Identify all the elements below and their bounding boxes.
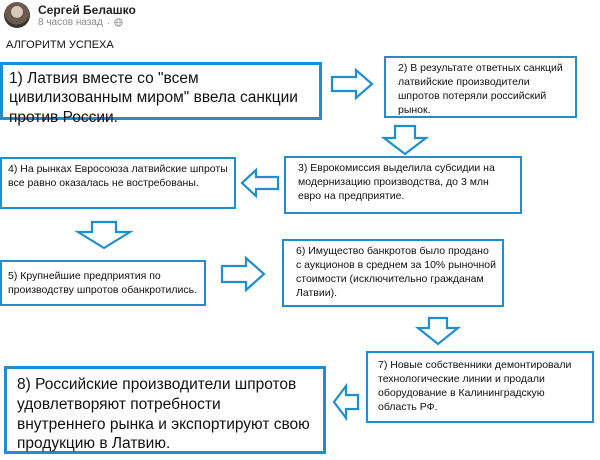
arrow-left-7-8: [332, 382, 360, 422]
arrow-right-1-2: [330, 67, 374, 101]
author-name[interactable]: Сергей Белашко: [38, 3, 136, 17]
avatar[interactable]: [4, 2, 30, 28]
step-1-text: 1) Латвия вместе со "всем цивилизованным…: [9, 70, 298, 126]
step-2-box: 2) В результате ответных санкций латвийс…: [384, 56, 577, 118]
step-4-box: 4) На рынках Евросоюза латвийские шпроты…: [0, 157, 236, 209]
arrow-down-6-7: [414, 316, 462, 346]
step-3-text: 3) Еврокомиссия выделила субсидии на мод…: [298, 162, 495, 202]
algorithm-title: АЛГОРИТМ УСПЕХА: [6, 39, 114, 51]
step-7-text: 7) Новые собственники демонтировали техн…: [378, 359, 572, 413]
post-meta: 8 часов назад ·: [38, 17, 123, 28]
step-2-text: 2) В результате ответных санкций латвийс…: [398, 62, 563, 116]
arrow-down-2-3: [380, 124, 430, 156]
step-5-box: 5) Крупнейшие предприятия по производств…: [0, 260, 206, 306]
step-8-box: 8) Российские производители шпротов удов…: [4, 366, 326, 454]
step-6-text: 6) Имущество банкротов было продано с ау…: [296, 245, 496, 299]
step-8-text: 8) Российские производители шпротов удов…: [17, 376, 310, 453]
step-6-box: 6) Имущество банкротов было продано с ау…: [282, 239, 504, 307]
arrow-down-4-5: [74, 220, 134, 250]
arrow-right-5-6: [220, 255, 266, 293]
step-7-box: 7) Новые собственники демонтировали техн…: [366, 351, 594, 423]
step-3-box: 3) Еврокомиссия выделила субсидии на мод…: [284, 156, 522, 214]
globe-icon: [114, 18, 123, 27]
meta-separator: ·: [106, 17, 110, 28]
step-4-text: 4) На рынках Евросоюза латвийские шпроты…: [8, 163, 228, 189]
arrow-left-3-4: [240, 167, 280, 199]
step-1-box: 1) Латвия вместе со "всем цивилизованным…: [0, 62, 322, 126]
post-time[interactable]: 8 часов назад: [38, 17, 103, 28]
step-5-text: 5) Крупнейшие предприятия по производств…: [8, 270, 197, 296]
